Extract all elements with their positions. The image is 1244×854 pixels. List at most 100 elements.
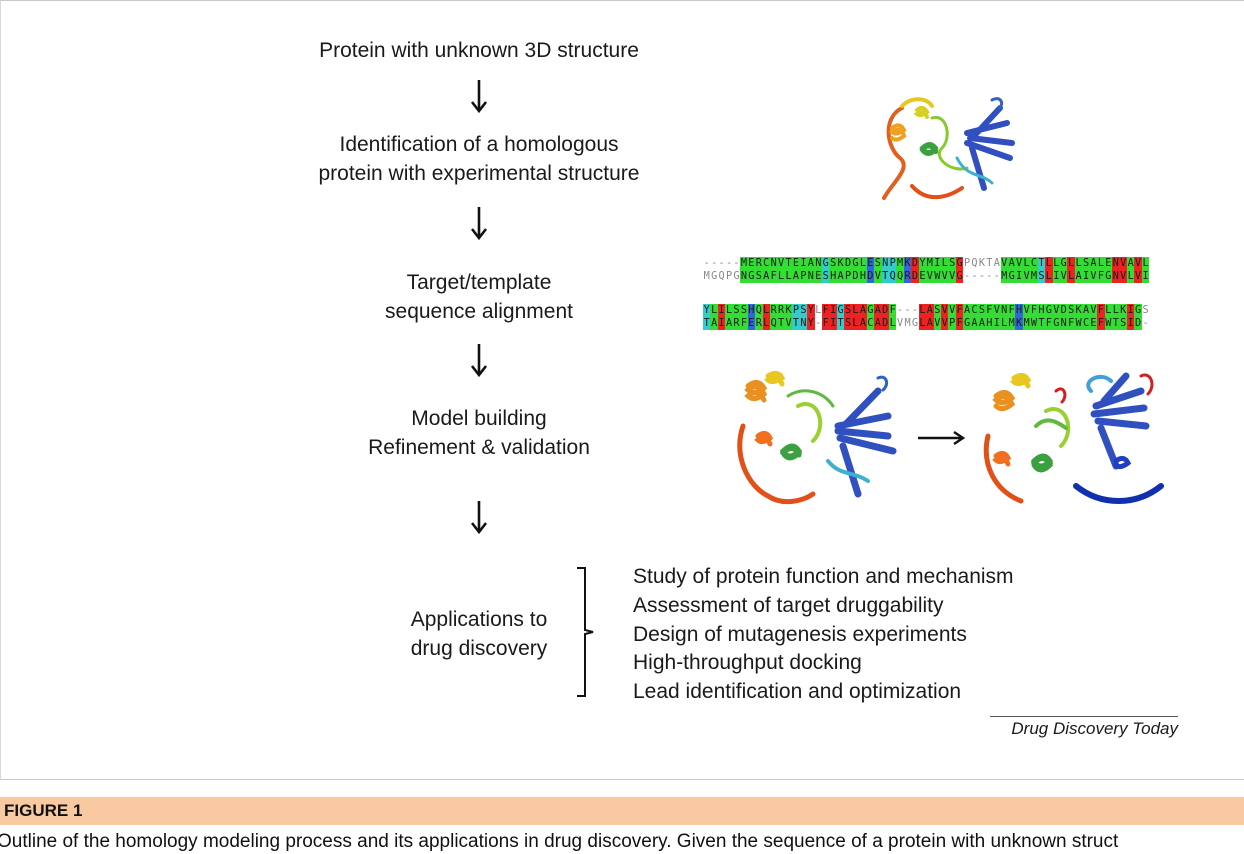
residue: L xyxy=(851,317,860,330)
residue: F xyxy=(1097,317,1105,330)
residue: P xyxy=(725,271,733,282)
residue: V xyxy=(1134,270,1142,283)
residue: V xyxy=(993,304,1001,317)
residue: S xyxy=(1142,305,1149,316)
residue: N xyxy=(881,257,889,270)
residue: C xyxy=(1082,317,1090,330)
residue: G xyxy=(911,318,919,329)
residue: F xyxy=(1030,304,1038,317)
residue: - xyxy=(897,305,904,316)
residue: T xyxy=(836,317,845,330)
residue: A xyxy=(1007,257,1016,270)
residue: M xyxy=(896,257,904,270)
residue: T xyxy=(777,317,785,330)
residue: M xyxy=(1030,270,1038,283)
residue: C xyxy=(866,317,875,330)
residue: S xyxy=(829,257,837,270)
list-item: High-throughput docking xyxy=(633,651,862,675)
residue: S xyxy=(978,304,986,317)
right-arrow-icon xyxy=(918,431,966,445)
residue: V xyxy=(926,270,934,283)
residue: V xyxy=(874,270,882,283)
residue: E xyxy=(747,317,756,330)
applications-list: Study of protein function and mechanism … xyxy=(633,563,1014,707)
residue: M xyxy=(1022,317,1031,330)
residue: E xyxy=(1104,257,1113,270)
residue: I xyxy=(829,304,837,317)
down-arrow-icon xyxy=(470,207,488,240)
residue: T xyxy=(703,317,711,330)
residue: F xyxy=(1067,317,1075,330)
residue: N xyxy=(814,257,822,270)
residue: L xyxy=(1045,270,1053,283)
residue: P xyxy=(799,270,808,283)
residue: Q xyxy=(896,270,904,283)
brace-bracket xyxy=(577,567,594,697)
residue: A xyxy=(874,317,882,330)
residue: A xyxy=(762,270,770,283)
residue: K xyxy=(978,258,985,269)
residue: Y xyxy=(807,317,815,330)
residue: R xyxy=(755,317,763,330)
residue: G xyxy=(836,304,845,317)
residue: N xyxy=(799,317,808,330)
residue: H xyxy=(1015,304,1023,317)
residue: L xyxy=(725,304,733,317)
caption-bar: FIGURE 1 xyxy=(0,797,1244,825)
residue: N xyxy=(1060,317,1068,330)
residue: F xyxy=(769,270,778,283)
residue: V xyxy=(1015,257,1023,270)
template-structure-image xyxy=(882,97,1015,200)
residue: I xyxy=(1052,270,1060,283)
residue: N xyxy=(1112,257,1120,270)
residue: G xyxy=(1045,304,1053,317)
residue: V xyxy=(897,318,904,329)
residue: G xyxy=(866,304,875,317)
residue: G xyxy=(1007,270,1016,283)
residue: I xyxy=(1141,270,1150,283)
initial-model-image xyxy=(737,370,897,505)
residue: N xyxy=(769,257,778,270)
residue: N xyxy=(1000,304,1008,317)
residue: A xyxy=(1089,257,1098,270)
residue: F xyxy=(888,304,897,317)
residue: Y xyxy=(807,304,815,317)
residue: N xyxy=(807,270,815,283)
residue: C xyxy=(970,304,979,317)
residue: A xyxy=(926,317,934,330)
residue: L xyxy=(859,257,867,270)
residue: P xyxy=(948,317,956,330)
residue: F xyxy=(1097,270,1105,283)
residue: R xyxy=(732,317,741,330)
residue: L xyxy=(1067,270,1075,283)
residue: A xyxy=(807,257,815,270)
residue: K xyxy=(1074,304,1083,317)
residue: A xyxy=(874,304,882,317)
residue: S xyxy=(732,304,741,317)
residue: M xyxy=(1007,317,1016,330)
residue: L xyxy=(784,270,793,283)
residue: L xyxy=(1126,270,1135,283)
residue: C xyxy=(762,257,770,270)
residue: P xyxy=(792,304,800,317)
residue: I xyxy=(717,304,726,317)
residue: F xyxy=(985,304,994,317)
residue: S xyxy=(799,304,808,317)
residue: - xyxy=(815,318,822,329)
residue: V xyxy=(1089,270,1098,283)
residue: T xyxy=(881,270,889,283)
residue: H xyxy=(985,317,994,330)
residue: D xyxy=(844,257,852,270)
credit-line: Drug Discovery Today xyxy=(990,716,1178,739)
residue: L xyxy=(851,304,860,317)
residue: Q xyxy=(755,304,763,317)
residue: W xyxy=(1074,317,1083,330)
residue: K xyxy=(784,304,793,317)
residue: M xyxy=(740,257,748,270)
residue: V xyxy=(941,270,949,283)
residue: D xyxy=(1060,304,1068,317)
residue: I xyxy=(799,257,808,270)
residue: H xyxy=(859,270,867,283)
residue: A xyxy=(963,304,971,317)
